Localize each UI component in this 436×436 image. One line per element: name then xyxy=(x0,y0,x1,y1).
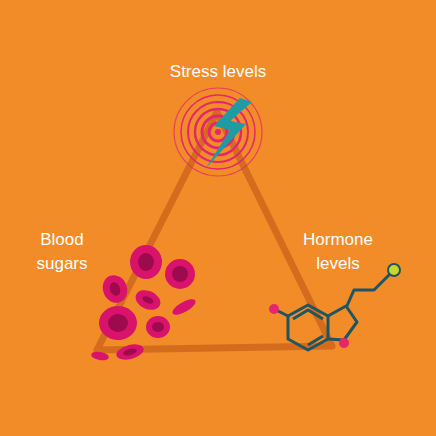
axis-label: Hormone levels xyxy=(290,228,386,276)
red-blood-cells xyxy=(90,245,197,362)
axis-label: Stress levels xyxy=(138,60,298,84)
triangle xyxy=(97,112,332,350)
axis-label: Blood sugars xyxy=(22,228,102,276)
hormone-molecule xyxy=(276,272,392,350)
stress-rings xyxy=(174,88,262,176)
molecule-atom xyxy=(269,304,279,314)
molecule-end xyxy=(388,264,400,276)
lightning-bolt xyxy=(206,98,252,168)
stress-dot xyxy=(215,129,221,135)
molecule-atom xyxy=(339,338,349,348)
